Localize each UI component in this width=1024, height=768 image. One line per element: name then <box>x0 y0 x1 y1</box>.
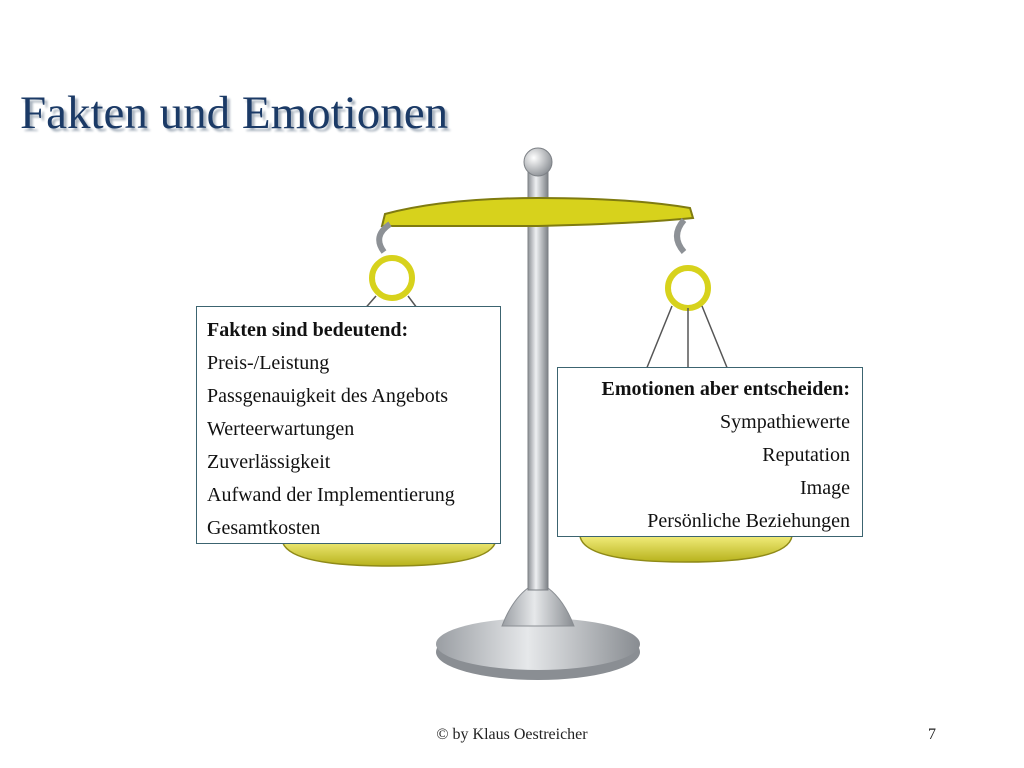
scale-beam <box>380 196 695 228</box>
scale-pillar <box>527 169 549 591</box>
footer-credit: © by Klaus Oestreicher <box>436 726 588 743</box>
page-number: 7 <box>928 726 936 743</box>
emotions-item: Persönliche Beziehungen <box>647 510 850 532</box>
left-pan-ring <box>369 255 415 301</box>
left-pan <box>281 539 497 567</box>
facts-box: Fakten sind bedeutend: Preis-/Leistung P… <box>196 306 501 544</box>
facts-item: Zuverlässigkeit <box>207 451 331 473</box>
facts-heading: Fakten sind bedeutend: <box>207 319 409 341</box>
facts-item: Aufwand der Implementierung <box>207 484 455 506</box>
emotions-item: Reputation <box>762 444 850 466</box>
scale-knob <box>523 147 553 177</box>
emotions-item: Image <box>800 477 850 499</box>
emotions-box: Emotionen aber entscheiden: Sympathiewer… <box>557 367 863 537</box>
facts-item: Passgenauigkeit des Angebots <box>207 385 449 407</box>
facts-item: Gesamtkosten <box>207 517 321 539</box>
right-pan-ring <box>665 265 711 311</box>
facts-item: Werteerwartungen <box>207 418 355 440</box>
right-pan <box>579 535 793 563</box>
slide-title: Fakten und Emotionen <box>20 87 449 139</box>
emotions-heading: Emotionen aber entscheiden: <box>601 378 850 400</box>
emotions-item: Sympathiewerte <box>720 411 850 433</box>
facts-item: Preis-/Leistung <box>207 352 330 374</box>
